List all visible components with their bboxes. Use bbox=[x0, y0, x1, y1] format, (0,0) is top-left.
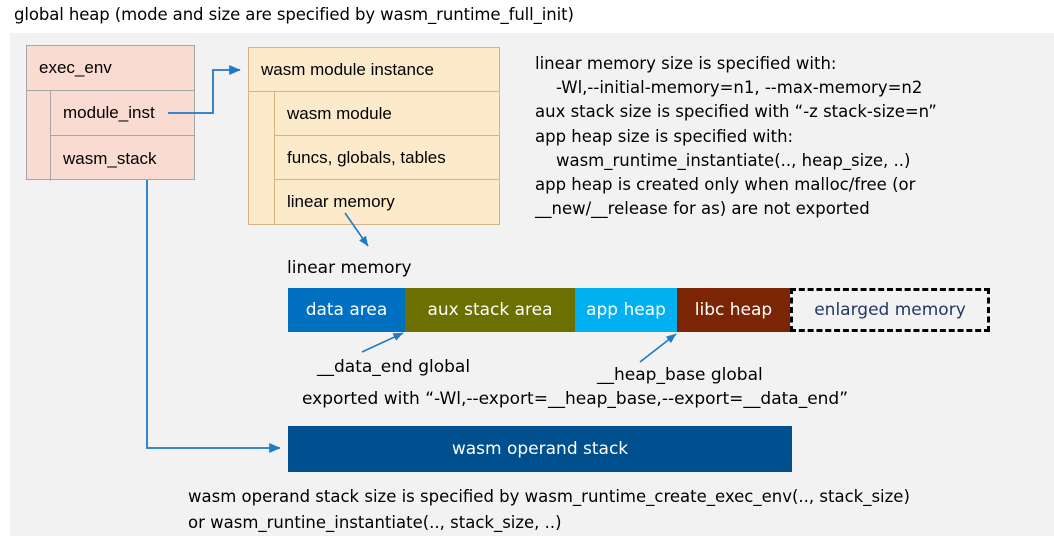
exec-env-field-wasm-stack: wasm_stack bbox=[27, 136, 194, 181]
memory-segment-enlarged-memory: enlarged memory bbox=[790, 288, 990, 332]
module-instance-header-label: wasm module instance bbox=[249, 48, 499, 92]
exec-env-box: exec_env module_inst wasm_stack bbox=[26, 45, 195, 181]
wasm-operand-stack-box: wasm operand stack bbox=[288, 426, 792, 472]
linear-memory-bar-label: linear memory bbox=[287, 258, 412, 278]
exec-env-header-row: exec_env bbox=[27, 46, 194, 91]
indent-spacer bbox=[27, 91, 51, 136]
wasm-stack-label: wasm_stack bbox=[63, 148, 157, 168]
memory-segment-libc-heap: libc heap bbox=[677, 288, 790, 332]
exec-env-field-module-inst: module_inst bbox=[27, 91, 194, 136]
module-instance-header-row: wasm module instance bbox=[249, 48, 499, 92]
module-instance-field-wasm-module: wasm module bbox=[249, 92, 499, 136]
exec-env-header-label: exec_env bbox=[27, 46, 194, 91]
memory-segment-aux-stack-area: aux stack area bbox=[405, 288, 575, 332]
linear-memory-field-label: linear memory bbox=[287, 192, 395, 211]
linear-memory-bar: data area aux stack area app heap libc h… bbox=[288, 288, 990, 332]
indent-spacer bbox=[249, 180, 275, 224]
memory-segment-app-heap: app heap bbox=[575, 288, 677, 332]
wasm-module-label: wasm module bbox=[275, 92, 499, 136]
module-instance-field-funcs-globals-tables: funcs, globals, tables bbox=[249, 136, 499, 180]
data-end-global-label: __data_end global bbox=[317, 357, 471, 377]
exported-with-label: exported with “-Wl,--export=__heap_base,… bbox=[302, 389, 849, 409]
indent-spacer bbox=[249, 136, 275, 180]
module-instance-field-linear-memory: linear memory bbox=[249, 180, 499, 224]
indent-spacer bbox=[27, 136, 51, 181]
page-title: global heap (mode and size are specified… bbox=[14, 5, 574, 24]
module-inst-label: module_inst bbox=[51, 91, 194, 136]
notes-block: linear memory size is specified with: -W… bbox=[535, 54, 937, 219]
funcs-globals-tables-label: funcs, globals, tables bbox=[275, 136, 499, 180]
memory-segment-data-area: data area bbox=[288, 288, 405, 332]
wasm-module-instance-box: wasm module instance wasm module funcs, … bbox=[248, 47, 500, 225]
indent-spacer bbox=[249, 92, 275, 136]
bottom-caption: wasm operand stack size is specified by … bbox=[188, 487, 910, 532]
heap-base-global-label: __heap_base global bbox=[597, 365, 763, 385]
